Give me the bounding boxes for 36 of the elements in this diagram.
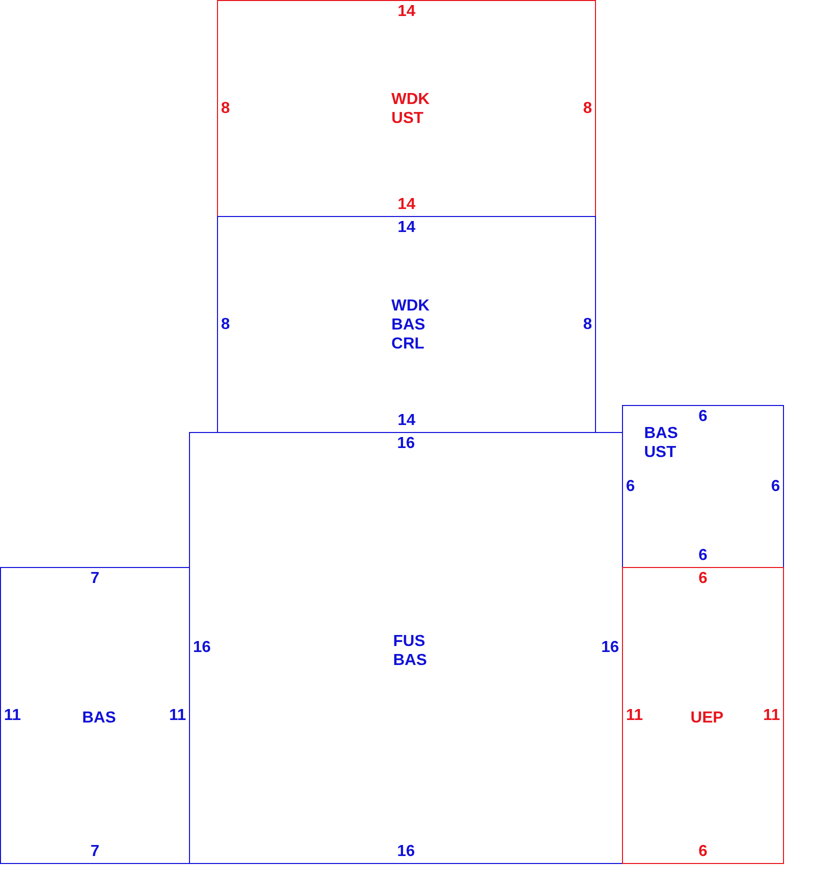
rectangle-box [622, 567, 784, 864]
side-number: 14 [398, 412, 416, 430]
rectangle-box [189, 432, 623, 864]
side-number: 8 [221, 316, 230, 334]
side-number: 16 [193, 639, 211, 657]
side-number: 11 [626, 706, 643, 724]
box-label: WDK UST [391, 90, 430, 128]
side-number: 6 [698, 570, 708, 588]
rectangle-box [217, 0, 596, 217]
side-number: 14 [398, 219, 416, 237]
side-number: 6 [698, 547, 708, 565]
side-number: 16 [397, 435, 415, 453]
rectangle-box [0, 567, 190, 864]
box-label: BAS UST [644, 424, 678, 462]
side-number: 8 [221, 100, 230, 118]
side-number: 6 [771, 478, 780, 496]
side-number: 14 [398, 3, 416, 21]
rectangle-box [622, 405, 784, 568]
side-number: 11 [4, 706, 21, 724]
side-number: 7 [90, 843, 100, 861]
box-label: BAS [82, 708, 116, 727]
side-number: 6 [626, 478, 635, 496]
box-label: FUS BAS [393, 632, 427, 670]
side-number: 11 [169, 706, 186, 724]
side-number: 6 [698, 408, 708, 426]
side-number: 16 [601, 639, 619, 657]
side-number: 7 [90, 570, 100, 588]
side-number: 8 [583, 316, 592, 334]
box-label: UEP [690, 708, 724, 727]
side-number: 16 [397, 843, 415, 861]
side-number: 14 [398, 196, 416, 214]
box-label: WDK BAS CRL [391, 296, 430, 353]
side-number: 8 [583, 100, 592, 118]
rectangle-box [217, 216, 596, 433]
side-number: 6 [698, 843, 708, 861]
side-number: 11 [763, 706, 780, 724]
